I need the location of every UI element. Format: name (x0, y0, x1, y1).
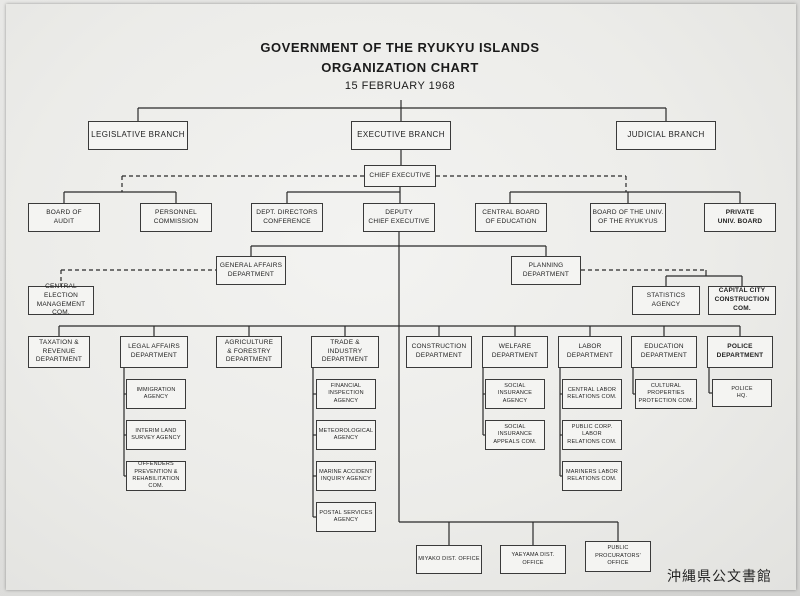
archive-watermark: 沖縄県公文書館 (667, 569, 772, 585)
org-box-police: POLICE DEPARTMENT (707, 336, 773, 368)
org-box-offenders: OFFENDERS PREVENTION & REHABILITATION CO… (126, 461, 186, 491)
org-box-welfare: WELFARE DEPARTMENT (482, 336, 548, 368)
org-box-tax: TAXATION & REVENUE DEPARTMENT (28, 336, 90, 368)
org-box-cultural: CULTURAL PROPERTIES PROTECTION COM. (635, 379, 697, 409)
org-box-legal: LEGAL AFFAIRS DEPARTMENT (120, 336, 188, 368)
org-box-judicial: JUDICIAL BRANCH (616, 121, 716, 150)
org-box-gad: GENERAL AFFAIRS DEPARTMENT (216, 256, 286, 285)
org-box-private: PRIVATE UNIV. BOARD (704, 203, 776, 232)
org-box-procurators: PUBLIC PROCURATORS' OFFICE (585, 541, 651, 572)
org-box-publabor: PUBLIC CORP. LABOR RELATIONS COM. (562, 420, 622, 450)
org-box-education: EDUCATION DEPARTMENT (631, 336, 697, 368)
org-box-mariners: MARINERS LABOR RELATIONS COM. (562, 461, 622, 491)
org-box-directors: DEPT. DIRECTORS CONFERENCE (251, 203, 323, 232)
org-box-landsurvey: INTERIM LAND SURVEY AGENCY (126, 420, 186, 450)
org-box-agri: AGRICULTURE & FORESTRY DEPARTMENT (216, 336, 282, 368)
org-box-legislative: LEGISLATIVE BRANCH (88, 121, 188, 150)
chart-title: GOVERNMENT OF THE RYUKYU ISLANDS (260, 40, 540, 55)
org-box-plan: PLANNING DEPARTMENT (511, 256, 581, 285)
org-box-executive: EXECUTIVE BRANCH (351, 121, 451, 150)
org-box-audit: BOARD OF AUDIT (28, 203, 100, 232)
org-box-trade: TRADE & INDUSTRY DEPARTMENT (311, 336, 379, 368)
org-box-chief: CHIEF EXECUTIVE (364, 165, 436, 187)
org-box-election: CENTRAL ELECTION MANAGEMENT COM. (28, 283, 94, 316)
org-box-univ: BOARD OF THE UNIV. OF THE RYUKYUS (590, 203, 666, 232)
org-box-stats: STATISTICS AGENCY (632, 286, 700, 315)
org-box-capital: CAPITAL CITY CONSTRUCTION COM. (708, 286, 776, 315)
org-box-ced: CENTRAL BOARD OF EDUCATION (475, 203, 547, 232)
org-box-postal: POSTAL SERVICES AGENCY (316, 502, 376, 532)
chart-subtitle: ORGANIZATION CHART (321, 60, 479, 75)
chart-date: 15 FEBRUARY 1968 (344, 80, 456, 92)
org-box-miyako: MIYAKO DIST. OFFICE (416, 545, 482, 574)
org-box-deputy: DEPUTY CHIEF EXECUTIVE (363, 203, 435, 232)
org-box-construction: CONSTRUCTION DEPARTMENT (406, 336, 472, 368)
org-box-yaeyama: YAEYAMA DIST. OFFICE (500, 545, 566, 574)
org-box-financial: FINANCIAL INSPECTION AGENCY (316, 379, 376, 409)
org-box-marine: MARINE ACCIDENT INQUIRY AGENCY (316, 461, 376, 491)
org-box-meteo: METEOROLOGICAL AGENCY (316, 420, 376, 450)
org-box-centrallabor: CENTRAL LABOR RELATIONS COM. (562, 379, 622, 409)
org-box-socapp: SOCIAL INSURANCE APPEALS COM. (485, 420, 545, 450)
org-box-labor: LABOR DEPARTMENT (558, 336, 622, 368)
org-box-immigration: IMMIGRATION AGENCY (126, 379, 186, 409)
org-box-personnel: PERSONNEL COMMISSION (140, 203, 212, 232)
org-box-socins: SOCIAL INSURANCE AGENCY (485, 379, 545, 409)
org-box-policehq: POLICE HQ. (712, 379, 772, 407)
